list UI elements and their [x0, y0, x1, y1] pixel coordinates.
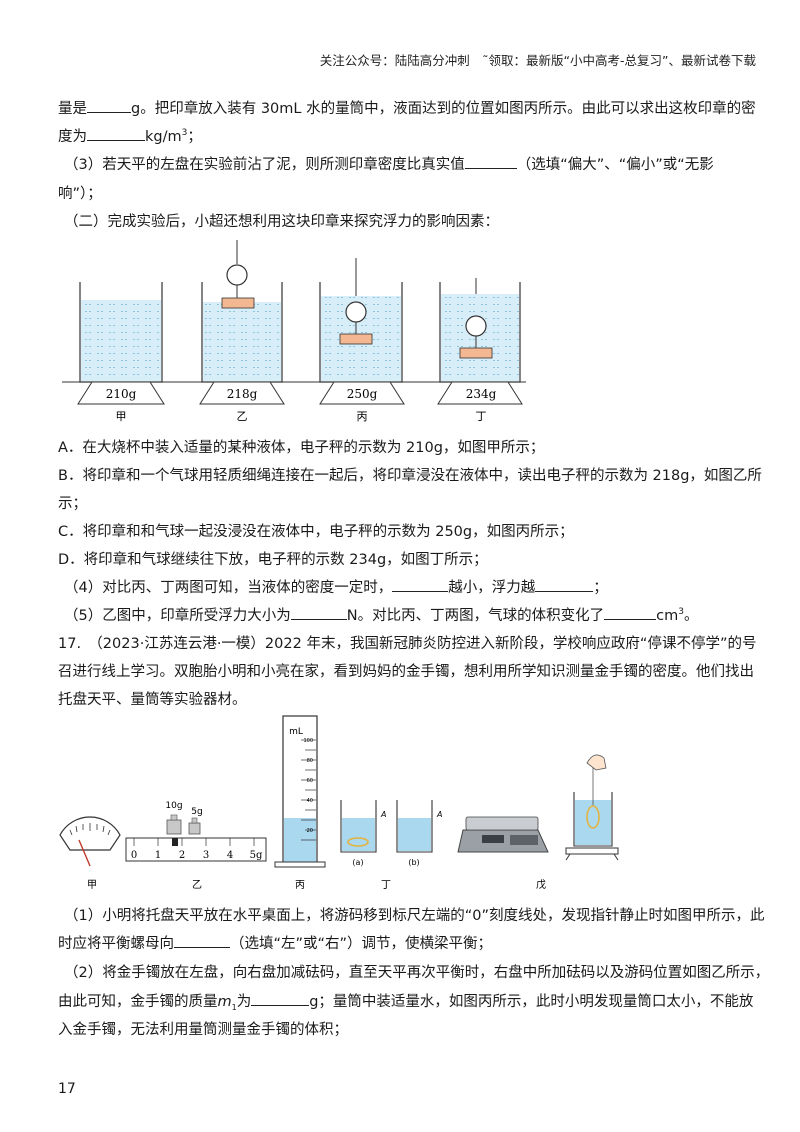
svg-text:0: 0 — [131, 850, 137, 861]
figure-label: 乙 — [237, 410, 248, 423]
scale-ruler — [125, 837, 267, 862]
step-d: D．将印章和气球继续往下放，电子秤的示数 234g，如图丁所示； — [58, 552, 488, 568]
svg-text:1: 1 — [155, 850, 161, 861]
scale-reading: 234g — [466, 387, 497, 401]
svg-text:80: 80 — [307, 758, 313, 764]
figure-label: 甲 — [87, 880, 97, 891]
figure-label: 丁 — [476, 410, 487, 423]
beaker-b: A (b) 丁 — [381, 800, 442, 891]
svg-text:5g: 5g — [191, 807, 202, 817]
liquid — [203, 302, 281, 381]
svg-text:5g: 5g — [250, 850, 263, 861]
svg-text:60: 60 — [307, 778, 313, 784]
text-line-3: （3）若天平的左盘在实验前沾了泥，则所测印章密度比真实值（选填“偏大”、“偏小”… — [64, 153, 714, 174]
figure-label: 甲 — [116, 410, 127, 423]
pointer — [78, 839, 91, 867]
step-b-line-1: B．将印章和一个气球用轻质细绳连接在一起后，将印章浸没在液体中，读出电子秤的示数… — [58, 468, 762, 484]
bracelet — [586, 805, 600, 829]
svg-text:40: 40 — [307, 798, 313, 804]
text-line-4: 响”）； — [58, 186, 102, 202]
svg-text:A: A — [380, 810, 386, 819]
svg-text:10g: 10g — [165, 801, 182, 811]
answer-blank[interactable] — [87, 98, 131, 113]
scale-reading: 210g — [106, 387, 137, 401]
answer-blank[interactable] — [392, 577, 449, 592]
svg-text:20: 20 — [307, 828, 313, 834]
figure-label: 丙 — [357, 410, 368, 423]
step-a: A．在大烧杯中装入适量的某种液体，电子秤的示数为 210g，如图甲所示； — [58, 440, 545, 456]
figure-label: 乙 — [192, 879, 202, 891]
answer-blank[interactable] — [464, 154, 517, 169]
figure-label: 戊 — [536, 879, 546, 891]
liquid — [81, 300, 161, 381]
setup-jia: 210g 甲 — [77, 282, 165, 423]
beaker-a: A (a) — [340, 800, 386, 867]
answer-blank[interactable] — [604, 605, 657, 620]
balance-dial: 甲 — [59, 816, 121, 891]
step-c: C．将印章和和气球一起没浸没在液体中，电子秤的示数为 250g，如图丙所示； — [58, 524, 574, 540]
svg-text:100: 100 — [303, 738, 313, 744]
sub-question-2-line-3: 入金手镯，无法利用量筒测量金手镯的体积； — [58, 1022, 348, 1038]
water — [398, 818, 431, 851]
figure-label: 丁 — [381, 880, 391, 891]
sub-question-1-line-2: 时应将平衡螺母向（选填“左”或“右”）调节，使横梁平衡； — [58, 932, 492, 953]
hand — [586, 754, 607, 771]
rider — [172, 838, 178, 846]
weight-10g — [166, 819, 182, 835]
scale-base — [319, 381, 405, 405]
answer-blank[interactable] — [535, 577, 594, 592]
svg-text:4: 4 — [227, 850, 233, 861]
sub-question-1-line-1: （1）小明将托盘天平放在水平桌面上，将游码移到标尺左端的“0”刻度线处，发现指针… — [64, 908, 765, 924]
water — [284, 818, 316, 863]
scale-base — [437, 381, 523, 405]
svg-text:3: 3 — [203, 850, 209, 861]
svg-text:(b): (b) — [408, 858, 419, 867]
step-b-line-2: 示； — [58, 496, 87, 512]
page-header: 关注公众号：陆陆高分冲刺 ˜领取：最新版“小中高考-总复习”、最新试卷下载 — [319, 53, 756, 68]
setup-ding: 234g 丁 — [437, 278, 523, 423]
bracelet — [347, 837, 369, 847]
scale-base — [77, 381, 165, 405]
weights-and-scale: 10g 5g 0 1 2 3 4 5g 乙 — [125, 801, 267, 891]
answer-blank[interactable] — [174, 933, 230, 948]
beaker-with-hand: 戊 — [536, 754, 619, 891]
stamp — [459, 347, 493, 359]
water — [575, 800, 611, 845]
problem-17-line-3: 托盘天平、量筒等实验器材。 — [58, 692, 247, 708]
graduated-cylinder: mL 100 80 60 40 20 丙 — [274, 715, 326, 891]
text-line-5: （二）完成实验后，小超还想利用这块印章来探究浮力的影响因素： — [64, 214, 499, 230]
svg-text:A: A — [436, 810, 442, 819]
svg-text:(a): (a) — [352, 858, 363, 867]
problem-17-line-2: 召进行线上学习。双胞胎小明和小亮在家，看到妈妈的金手镯，想利用所学知识测量金手镯… — [58, 664, 754, 680]
setup-bing: 250g 丙 — [319, 258, 405, 423]
sub-question-2-line-1: （2）将金手镯放在左盘，向右盘加减砝码，直至天平再次平衡时，右盘中所加砝码以及游… — [64, 965, 770, 981]
figure-label: 丙 — [295, 880, 305, 891]
stamp — [221, 297, 255, 309]
stamp — [339, 333, 373, 345]
scale-reading: 250g — [347, 387, 378, 401]
question-4: （4）对比丙、丁两图可知，当液体的密度一定时，越小，浮力越； — [64, 576, 608, 597]
electronic-scale — [457, 816, 549, 853]
svg-text:2: 2 — [179, 850, 185, 861]
answer-blank[interactable] — [87, 126, 145, 141]
weight-5g — [188, 822, 201, 835]
setup-yi: 218g 乙 — [199, 240, 285, 423]
problem-17-line-1: 17. （2023·江苏连云港·一模）2022 年末，我国新冠肺炎防控进入新阶段… — [58, 636, 757, 652]
svg-text:mL: mL — [289, 727, 303, 737]
answer-blank[interactable] — [251, 991, 310, 1006]
page-number: 17 — [58, 1081, 76, 1097]
liquid — [441, 294, 519, 381]
scale-reading: 218g — [227, 387, 258, 401]
answer-blank[interactable] — [290, 605, 347, 620]
scale-base — [199, 381, 285, 405]
